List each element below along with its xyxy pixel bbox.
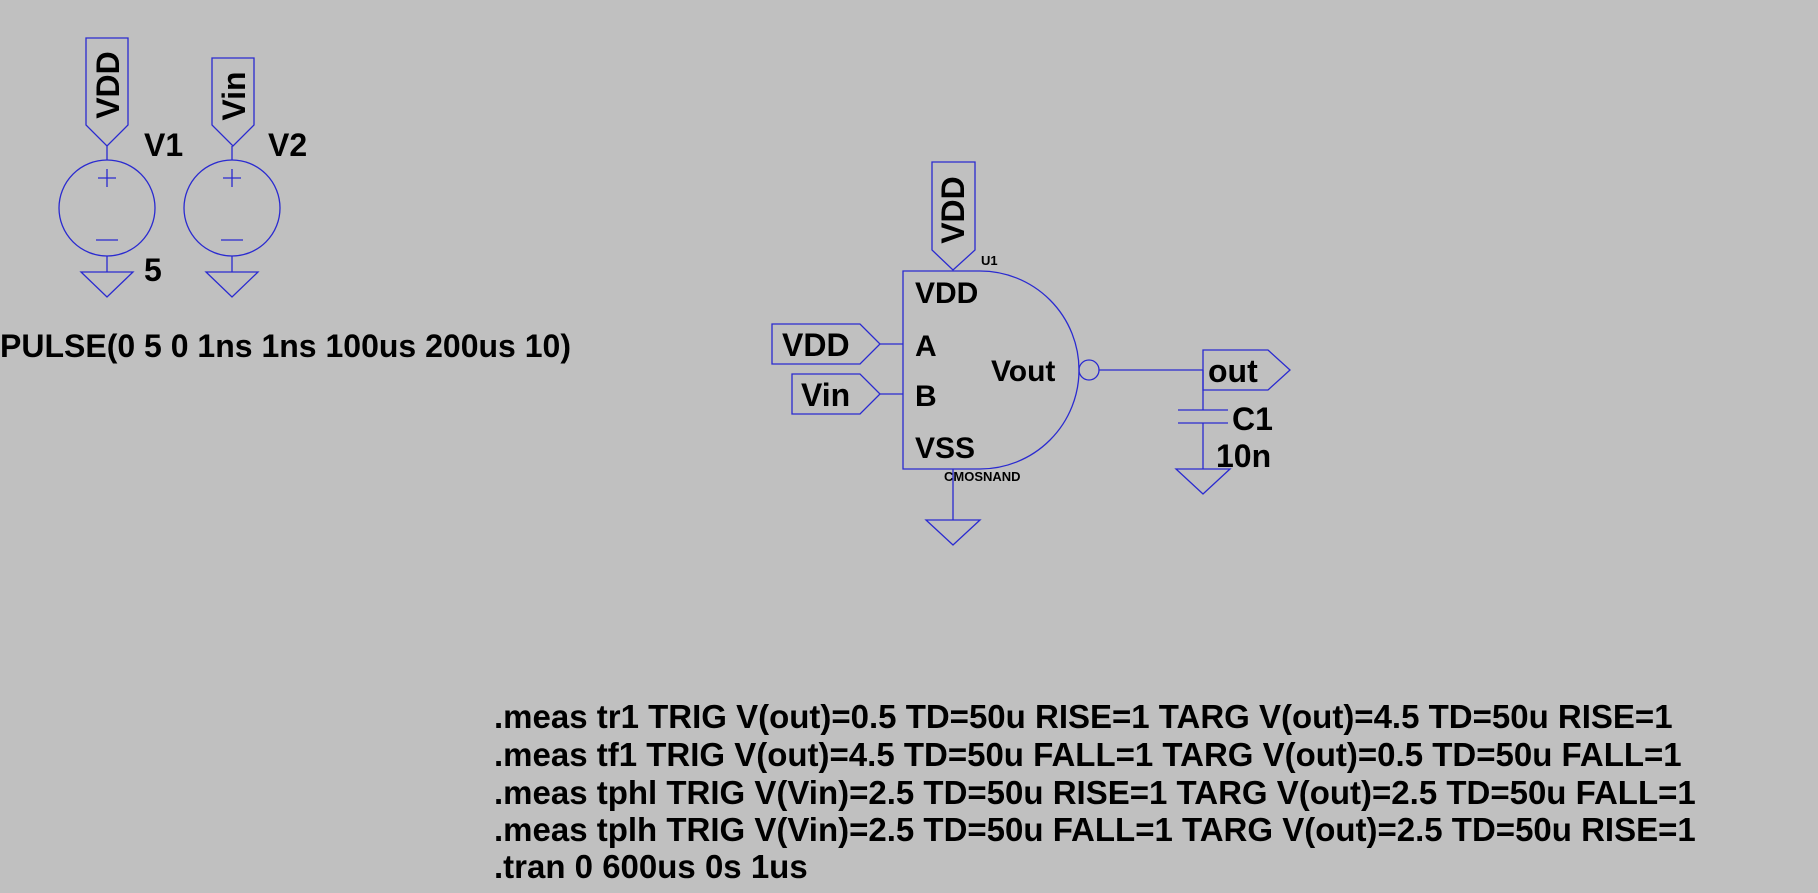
output-net-label: out [1208, 353, 1258, 389]
directive-line: .meas tplh TRIG V(Vin)=2.5 TD=50u FALL=1… [494, 811, 1696, 848]
gate-supply-label: VDD [935, 176, 971, 244]
ground-icon [79, 271, 135, 298]
net-label-flag [931, 161, 976, 271]
v2-net-label: Vin [216, 71, 252, 120]
nand-gate-u1[interactable]: VDD U1 VDD A B VSS Vout CMOSNAND VDD Vin [771, 161, 1100, 546]
ground-icon [204, 271, 260, 298]
voltage-source-v1[interactable]: VDD V1 5 [58, 37, 183, 298]
output-net[interactable]: out [1099, 349, 1291, 391]
nand-body [902, 270, 1080, 470]
net-label-flag [85, 37, 129, 147]
v1-net-label: VDD [90, 51, 126, 119]
net-label-flag [211, 57, 255, 147]
net-label-flag [791, 373, 881, 415]
spice-directives[interactable]: .meas tr1 TRIG V(out)=0.5 TD=50u RISE=1 … [494, 698, 1696, 885]
pin-a-label: A [915, 330, 937, 363]
net-label-flag [771, 323, 881, 365]
voltage-source-v2[interactable]: Vin V2 [183, 57, 307, 298]
pin-vdd-label: VDD [915, 277, 978, 310]
v2-ref: V2 [268, 127, 307, 163]
v2-waveform: PULSE(0 5 0 1ns 1ns 100us 200us 10) [0, 328, 571, 364]
v1-ref: V1 [144, 127, 183, 163]
capacitor-c1[interactable]: C1 10n [1174, 370, 1273, 495]
c1-ref: C1 [1232, 401, 1273, 437]
input-b-net-label: Vin [801, 377, 850, 413]
v1-value: 5 [144, 252, 162, 288]
ground-icon [924, 519, 982, 546]
pin-b-label: B [915, 380, 937, 413]
directive-line: .meas tr1 TRIG V(out)=0.5 TD=50u RISE=1 … [494, 698, 1673, 735]
pin-out-label: Vout [991, 355, 1055, 388]
directive-line: .tran 0 600us 0s 1us [494, 848, 808, 885]
ground-icon [1174, 468, 1232, 495]
inversion-bubble-icon [1078, 359, 1100, 381]
pin-vss-label: VSS [915, 432, 975, 465]
gate-model: CMOSNAND [944, 469, 1021, 484]
directive-line: .meas tphl TRIG V(Vin)=2.5 TD=50u RISE=1… [494, 774, 1696, 811]
directive-line: .meas tf1 TRIG V(out)=4.5 TD=50u FALL=1 … [494, 736, 1682, 773]
gate-ref: U1 [981, 253, 998, 268]
c1-value: 10n [1216, 438, 1271, 474]
input-a-net-label: VDD [782, 327, 850, 363]
